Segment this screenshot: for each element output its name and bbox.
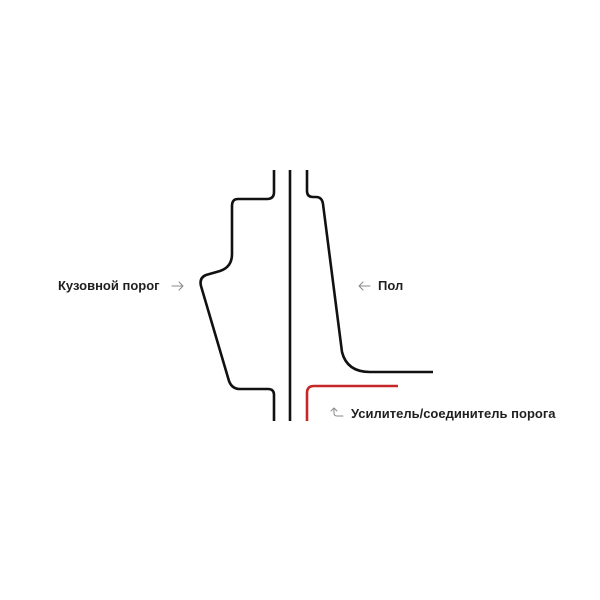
reinforcement-label: Усилитель/соединитель порога [351, 406, 556, 421]
arrow-up-curved-icon [330, 407, 344, 417]
outer-sill-profile [199, 170, 276, 421]
arrow-left-icon [358, 281, 371, 291]
inner-sill-floor-profile [305, 170, 433, 374]
sill-reinforcement-profile [305, 384, 398, 421]
floor-label: Пол [378, 278, 403, 293]
body-sill-label: Кузовной порог [58, 278, 160, 293]
arrow-right-icon [171, 281, 184, 291]
